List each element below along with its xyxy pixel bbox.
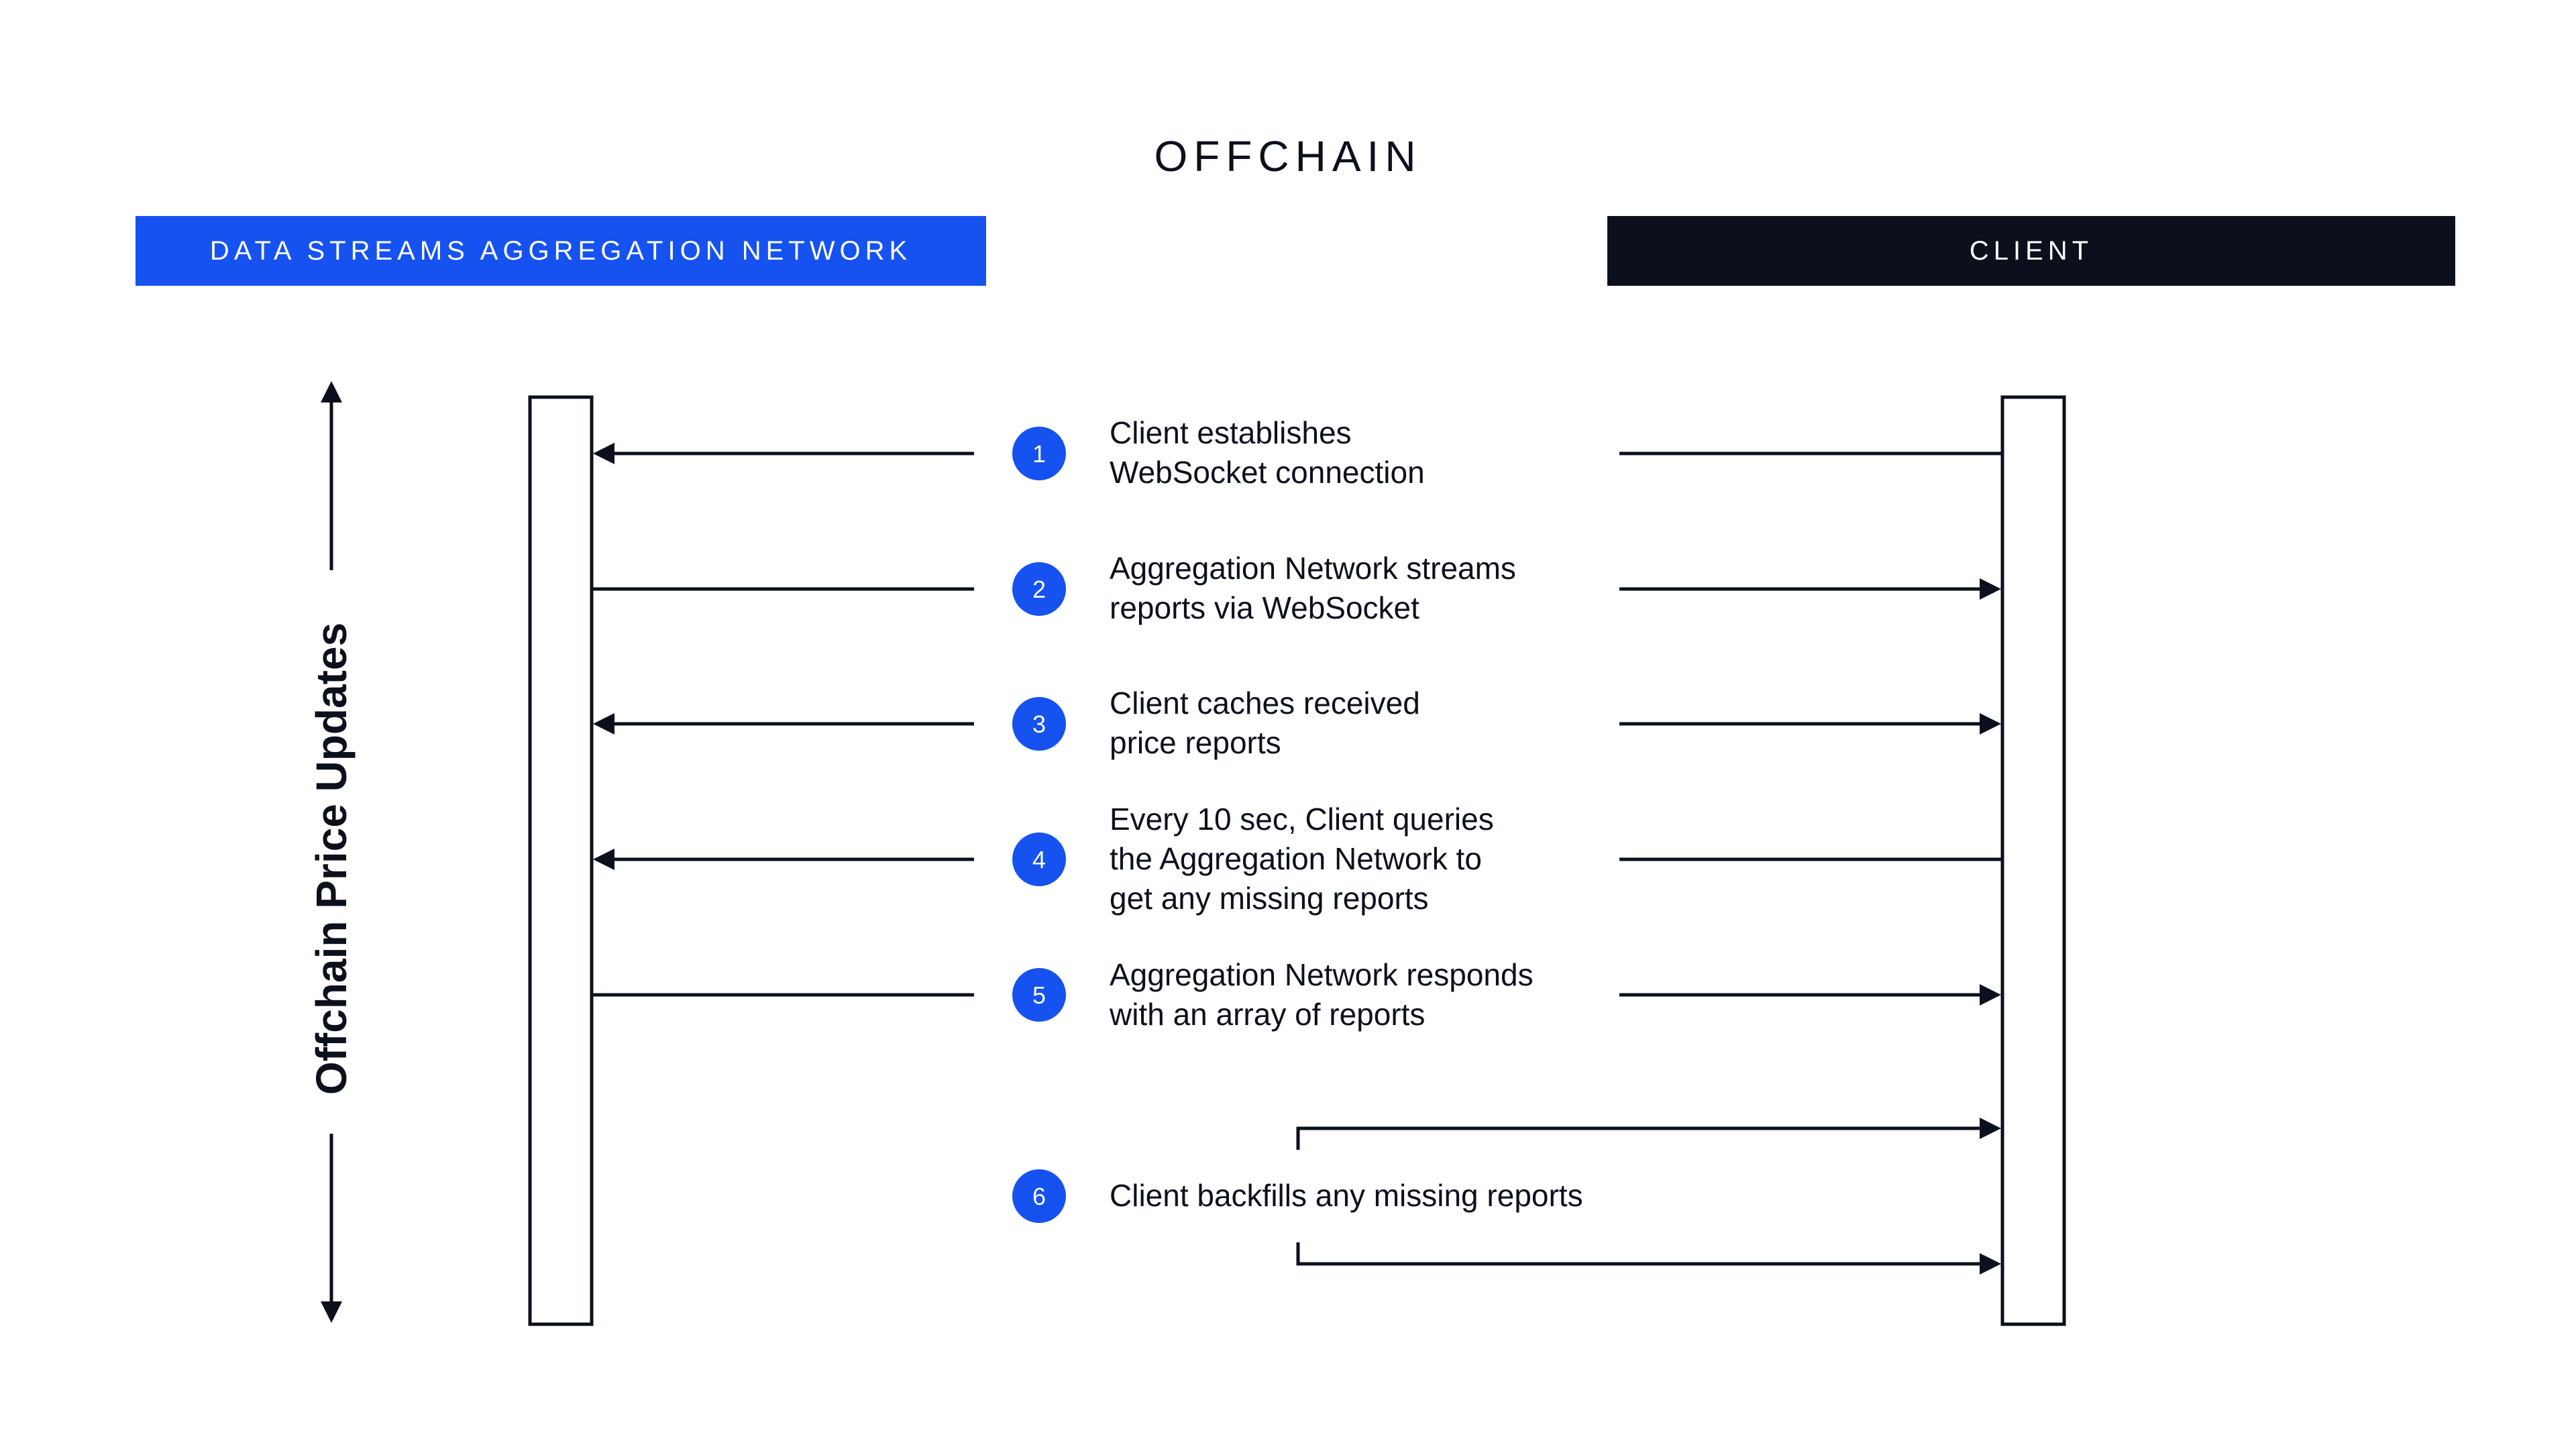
step-2-label-line-2: reports via WebSocket xyxy=(1110,590,1419,625)
step-3-label: Client caches received price reports xyxy=(1110,684,1420,763)
step-6-upper-bracket-arrow xyxy=(1296,1126,1996,1150)
lane-header-aggregation-network: DATA STREAMS AGGREGATION NETWORK xyxy=(136,216,986,286)
step-1-left-arrowhead xyxy=(593,443,614,464)
step-4-badge xyxy=(1012,833,1066,886)
step-1-label-line-2: WebSocket connection xyxy=(1110,455,1425,490)
step-6-arrows xyxy=(1296,1118,2001,1275)
step-1-arrows xyxy=(593,443,2002,464)
step-5-label-line-1: Aggregation Network responds xyxy=(1110,957,1534,992)
step-3-number: 3 xyxy=(1032,710,1046,738)
lane-header-client: CLIENT xyxy=(1607,216,2455,286)
step-5-number: 5 xyxy=(1032,981,1046,1009)
step-5-badge xyxy=(1012,968,1066,1022)
step-6-label-line-1: Client backfills any missing reports xyxy=(1110,1178,1583,1213)
step-4-number: 4 xyxy=(1032,846,1046,873)
step-3-label-line-2: price reports xyxy=(1110,725,1281,760)
step-4-label-line-1: Every 10 sec, Client queries xyxy=(1110,802,1494,837)
step-6-lower-arrowhead xyxy=(1980,1253,2001,1275)
step-2-label: Aggregation Network streams reports via … xyxy=(1110,549,1516,628)
step-1-label-line-1: Client establishes xyxy=(1110,415,1352,450)
step-2-label-line-1: Aggregation Network streams xyxy=(1110,551,1516,586)
side-arrow-up-head xyxy=(321,381,342,402)
step-5-label: Aggregation Network responds with an arr… xyxy=(1110,955,1534,1034)
step-badges: 1 2 3 4 5 6 xyxy=(1012,427,1066,1223)
side-arrow-down-head xyxy=(321,1301,342,1323)
step-1-number: 1 xyxy=(1032,440,1046,468)
step-2-right-arrowhead xyxy=(1980,578,2001,600)
step-5-right-arrowhead xyxy=(1980,984,2001,1006)
lifeline-client xyxy=(2000,395,2066,1326)
step-3-arrows xyxy=(593,713,2001,735)
step-3-left-arrowhead xyxy=(593,713,614,735)
lifeline-aggregation-network xyxy=(528,395,594,1326)
step-4-arrows xyxy=(593,849,2002,870)
diagram-title: OFFCHAIN xyxy=(1154,132,1422,180)
step-3-label-line-1: Client caches received xyxy=(1110,686,1420,720)
step-6-number: 6 xyxy=(1032,1183,1046,1210)
step-1-badge xyxy=(1012,427,1066,480)
step-4-label: Every 10 sec, Client queries the Aggrega… xyxy=(1110,800,1494,918)
step-6-label: Client backfills any missing reports xyxy=(1110,1176,1583,1216)
step-6-lower-bracket-arrow xyxy=(1296,1242,1996,1266)
step-6-upper-arrowhead xyxy=(1980,1118,2001,1139)
step-3-right-arrowhead xyxy=(1980,713,2001,735)
step-2-arrows xyxy=(592,578,2001,600)
step-2-number: 2 xyxy=(1032,576,1046,603)
step-4-label-line-3: get any missing reports xyxy=(1110,881,1429,916)
step-3-badge xyxy=(1012,697,1066,751)
step-1-label: Client establishes WebSocket connection xyxy=(1110,413,1425,492)
step-5-arrows xyxy=(592,984,2001,1006)
step-5-label-line-2: with an array of reports xyxy=(1110,997,1426,1032)
step-2-badge xyxy=(1012,562,1066,616)
step-4-left-arrowhead xyxy=(593,849,614,870)
side-arrow xyxy=(321,381,342,1323)
step-4-label-line-2: the Aggregation Network to xyxy=(1110,841,1482,876)
step-6-badge xyxy=(1012,1169,1066,1223)
side-label-offchain-price-updates: Offchain Price Updates xyxy=(307,622,356,1095)
